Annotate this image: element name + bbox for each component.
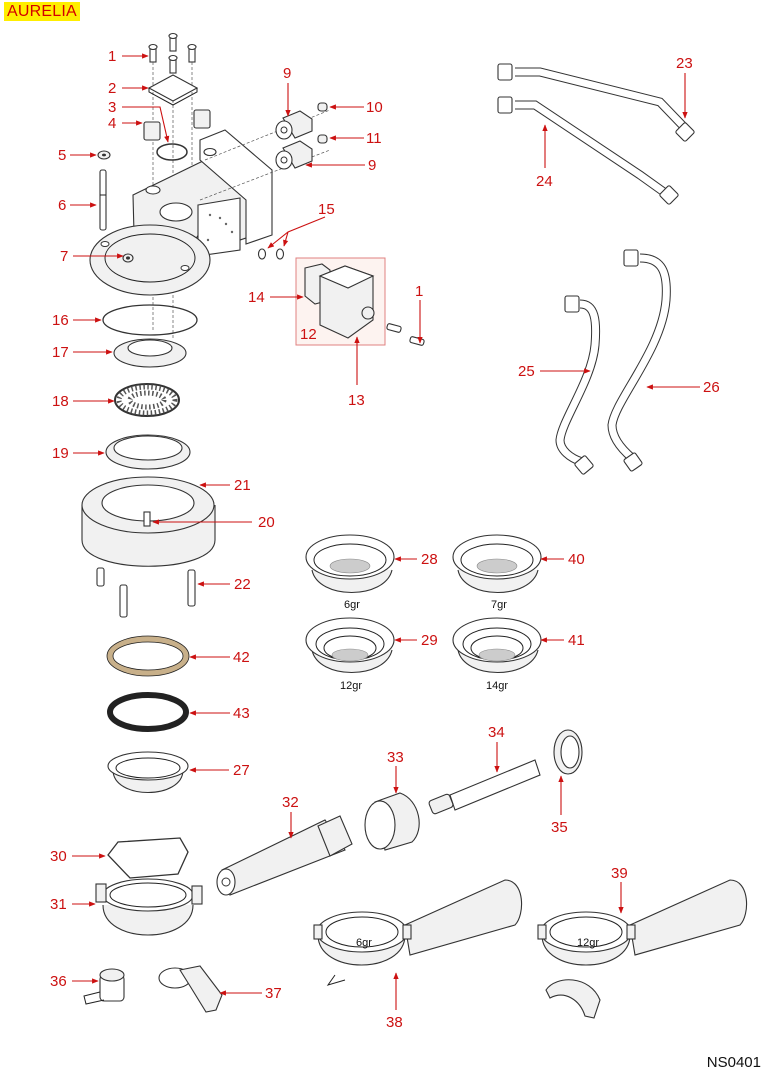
- callout-27: 27: [233, 762, 250, 779]
- group-bell-21: [81, 476, 216, 567]
- callout-11: 11: [366, 130, 382, 147]
- ring-19: [105, 434, 191, 470]
- callout-39: 39: [611, 865, 628, 882]
- spout-36: [83, 968, 125, 1005]
- portafilter-body-31: [95, 878, 203, 936]
- callout-22: 22: [234, 576, 251, 593]
- callout-38: 38: [386, 1014, 403, 1031]
- basket-40: [452, 534, 542, 594]
- callout-21: 21: [234, 477, 251, 494]
- cover-plate-2: [147, 74, 199, 106]
- callout-42: 42: [233, 649, 250, 666]
- callout-4: 4: [108, 115, 116, 132]
- callout-37: 37: [265, 985, 282, 1002]
- callout-1-solenoid: 1: [415, 283, 423, 300]
- callout-17: 17: [52, 344, 69, 361]
- shower-screen-18: [114, 383, 180, 417]
- callout-2: 2: [108, 80, 116, 97]
- callout-32: 32: [282, 794, 299, 811]
- callout-28: 28: [421, 551, 438, 568]
- callout-19: 19: [52, 445, 69, 462]
- callout-18: 18: [52, 393, 69, 410]
- callout-43: 43: [233, 705, 250, 722]
- portafilter-39-dose: 12gr: [577, 937, 599, 949]
- filter-27: [107, 751, 189, 794]
- callout-25: 25: [518, 363, 535, 380]
- callout-12: 12: [300, 326, 317, 343]
- gasket-16: [102, 304, 198, 336]
- rod-34: [428, 759, 541, 815]
- callout-34: 34: [488, 724, 505, 741]
- portafilter-39: [537, 879, 748, 1019]
- callout-35: 35: [551, 819, 568, 836]
- flange-plate: [89, 224, 211, 296]
- callout-7: 7: [60, 248, 68, 265]
- handle-32: [216, 815, 353, 896]
- callout-13: 13: [348, 392, 365, 409]
- callout-6: 6: [58, 197, 66, 214]
- model-name-badge: AURELIA: [4, 2, 80, 21]
- callout-29: 29: [421, 632, 438, 649]
- callout-leaders: [70, 53, 700, 1010]
- pipe-24: [497, 96, 679, 205]
- portafilter-38-dose: 6gr: [356, 937, 372, 949]
- callout-15: 15: [318, 201, 335, 218]
- callout-41: 41: [568, 632, 585, 649]
- basket-28: [305, 534, 395, 594]
- pipe-23: [497, 63, 695, 142]
- callout-30: 30: [50, 848, 67, 865]
- shower-holder-17: [113, 338, 187, 368]
- callout-9-bottom: 9: [368, 157, 376, 174]
- callout-14: 14: [248, 289, 265, 306]
- screws-22: [96, 567, 196, 618]
- solenoid-valve: [304, 263, 375, 339]
- pipe-25: [555, 295, 601, 475]
- screws-1-solenoid: [386, 323, 425, 346]
- basket-40-dose: 7gr: [491, 599, 507, 611]
- callout-5: 5: [58, 147, 66, 164]
- screws-1: [148, 32, 197, 74]
- sleeve-33: [364, 792, 420, 851]
- callout-33: 33: [387, 749, 404, 766]
- callout-9-top: 9: [283, 65, 291, 82]
- gasket-43: [107, 692, 189, 732]
- basket-29-dose: 12gr: [340, 680, 362, 692]
- callout-36: 36: [50, 973, 67, 990]
- callout-10: 10: [366, 99, 383, 116]
- washers-15: [257, 248, 285, 260]
- drawing-code: NS0401: [706, 1054, 761, 1071]
- plugs-4: [143, 109, 211, 141]
- basket-29: [305, 617, 395, 674]
- spout-37: [158, 965, 223, 1013]
- callout-3: 3: [108, 99, 116, 116]
- fittings-9: [275, 110, 313, 170]
- jet-7: [122, 253, 134, 263]
- ring-35: [553, 729, 583, 775]
- callout-40: 40: [568, 551, 585, 568]
- gasket-42: [107, 636, 189, 676]
- pipe-26: [607, 249, 671, 472]
- callout-1: 1: [108, 48, 116, 65]
- jets-10-11: [317, 102, 328, 144]
- callout-20: 20: [258, 514, 275, 531]
- callout-24: 24: [536, 173, 553, 190]
- portafilter-38: [313, 879, 523, 986]
- basket-28-dose: 6gr: [344, 599, 360, 611]
- oring-3: [156, 143, 188, 161]
- basket-41: [452, 617, 542, 674]
- basket-41-dose: 14gr: [486, 680, 508, 692]
- callout-16: 16: [52, 312, 69, 329]
- spring-30: [107, 837, 189, 879]
- callout-26: 26: [703, 379, 720, 396]
- nut-5: [97, 150, 111, 160]
- callout-23: 23: [676, 55, 693, 72]
- callout-31: 31: [50, 896, 67, 913]
- pin-6: [99, 169, 107, 231]
